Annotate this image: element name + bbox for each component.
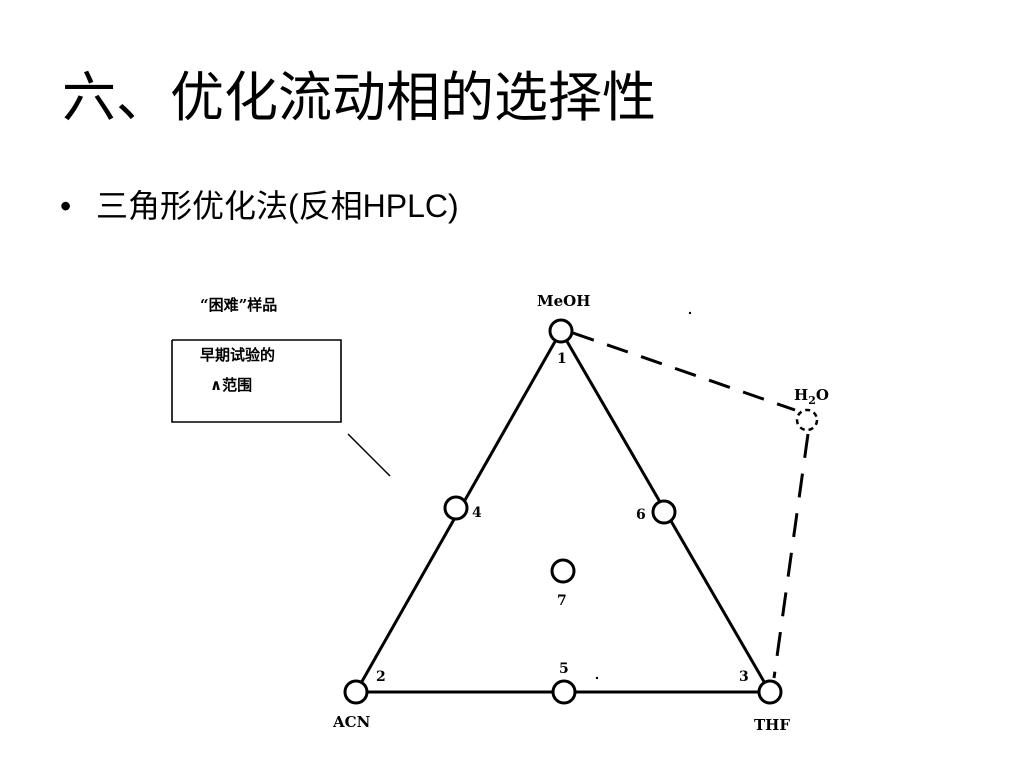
- water-label: H2O: [794, 386, 829, 407]
- acn-label: ACN: [332, 713, 371, 731]
- box-text-line1: 早期试验的: [200, 346, 275, 364]
- point-4-marker: [443, 495, 469, 521]
- point-6-marker: [651, 499, 677, 525]
- point-7-marker: [550, 558, 576, 584]
- meoh-label: MeOH: [537, 292, 590, 310]
- speck-mark: [595, 676, 599, 680]
- bullet-item: • 三角形优化法(反相HPLC): [60, 182, 459, 230]
- point-3-marker: [757, 679, 783, 705]
- point-7-label: 7: [557, 593, 567, 609]
- point-1-marker: [548, 318, 574, 344]
- speck-mark: [688, 311, 692, 315]
- early-trial-box: [171, 339, 342, 423]
- water-point-marker: [795, 408, 819, 432]
- dashed-line-water-thf: [772, 433, 810, 679]
- point-6-label: 6: [636, 507, 646, 523]
- difficult-sample-label: “困难”样品: [200, 296, 277, 314]
- point-3-label: 3: [739, 669, 749, 685]
- pointer-line: [347, 433, 391, 477]
- point-5-label: 5: [559, 661, 569, 677]
- dashed-line-meoh-water: [572, 331, 796, 412]
- point-2-label: 2: [376, 669, 386, 685]
- point-4-label: 4: [472, 505, 482, 521]
- box-text-line2: ∧范围: [210, 376, 252, 394]
- point-5-marker: [551, 679, 577, 705]
- bullet-text: 三角形优化法(反相HPLC): [96, 188, 459, 224]
- water-label-subscript: 2: [808, 394, 816, 407]
- slide-title: 六、优化流动相的选择性: [62, 66, 656, 129]
- thf-label: THF: [754, 716, 790, 734]
- bullet-marker: •: [60, 188, 72, 224]
- water-label-h: H: [794, 386, 808, 404]
- point-1-label: 1: [557, 351, 567, 367]
- water-label-o: O: [816, 386, 829, 404]
- point-2-marker: [343, 679, 369, 705]
